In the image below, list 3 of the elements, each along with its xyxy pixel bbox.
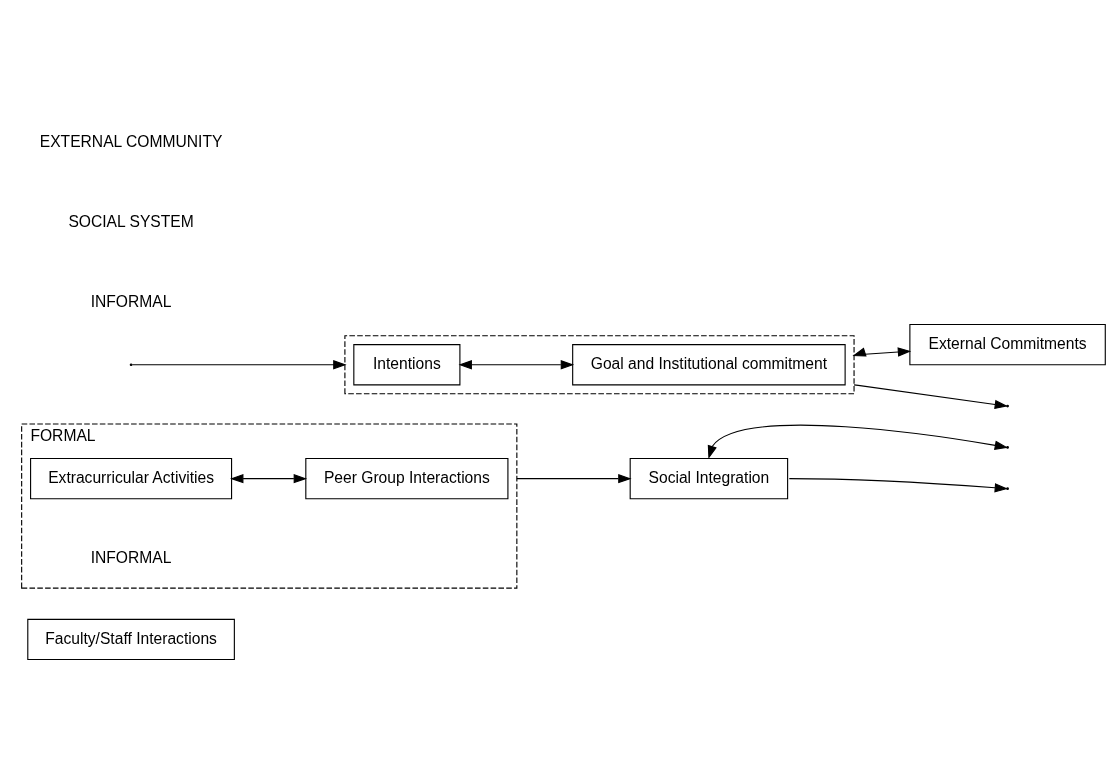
label: INFORMAL <box>90 292 172 310</box>
label: SOCIAL SYSTEM <box>68 212 194 230</box>
label: EXTERNAL COMMUNITY <box>39 132 223 150</box>
